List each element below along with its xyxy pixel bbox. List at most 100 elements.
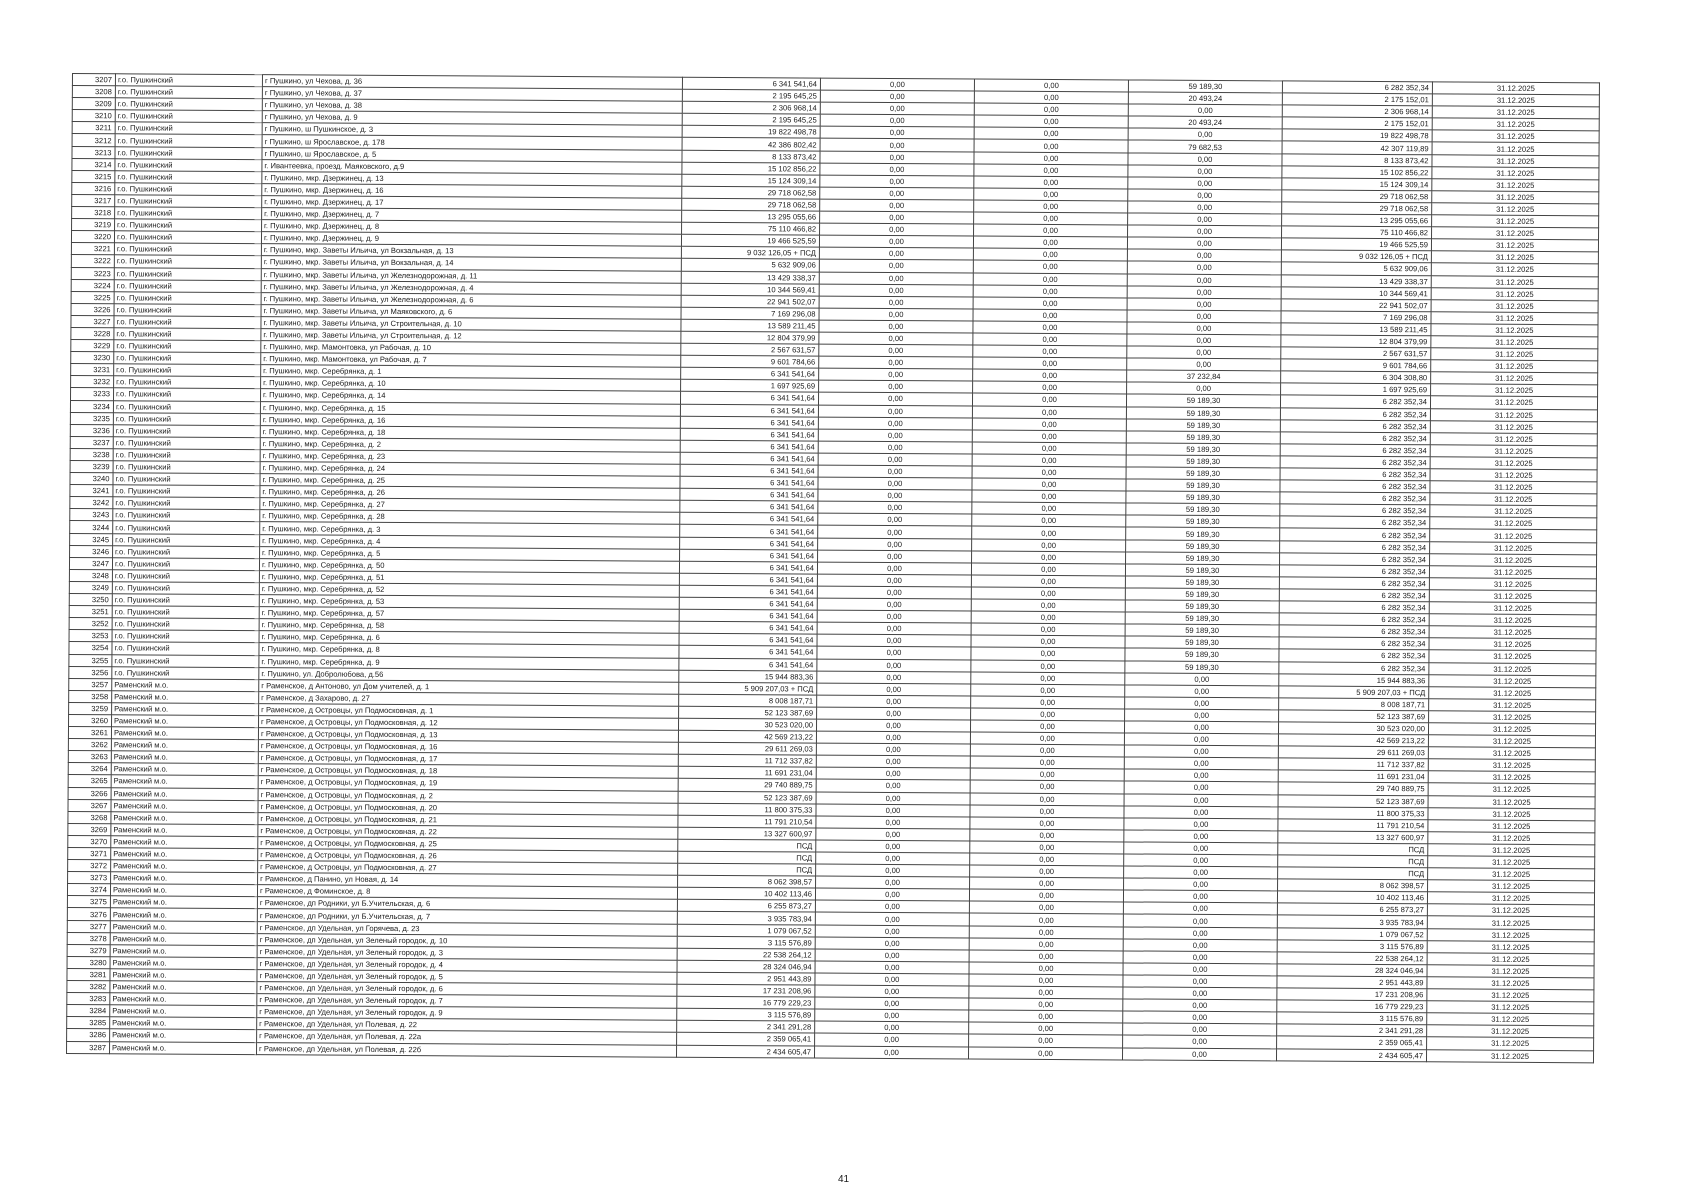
total-cost: 6 341 541,64 xyxy=(679,476,819,490)
remaining-cost: 22 941 502,07 xyxy=(1281,298,1432,312)
remaining-cost: 6 282 352,34 xyxy=(1280,443,1431,457)
total-cost: 42 569 213,22 xyxy=(678,730,817,744)
amount-col-3: 0,00 xyxy=(1123,950,1278,964)
deadline-date: 31.12.2025 xyxy=(1426,988,1594,1002)
municipality: г.о. Пушкинский xyxy=(112,497,260,511)
deadline-date: 31.12.2025 xyxy=(1432,118,1600,132)
total-cost: 6 341 541,64 xyxy=(679,500,818,514)
total-cost: 13 589 211,45 xyxy=(680,319,820,333)
amount-col-1: 0,00 xyxy=(818,368,973,382)
amount-col-1: 0,00 xyxy=(818,319,974,333)
deadline-date: 31.12.2025 xyxy=(1431,251,1599,265)
total-cost: 75 110 466,82 xyxy=(681,222,820,236)
amount-col-1: 0,00 xyxy=(815,827,970,841)
deadline-date: 31.12.2025 xyxy=(1427,940,1595,954)
remaining-cost: 6 282 352,34 xyxy=(1279,613,1430,627)
amount-col-2: 0,00 xyxy=(972,429,1127,443)
amount-col-1: 0,00 xyxy=(818,356,973,370)
row-number: 3261 xyxy=(68,726,112,739)
amount-col-3: 59 189,30 xyxy=(1126,466,1281,480)
total-cost: 6 341 541,64 xyxy=(680,464,819,478)
municipality: г.о. Пушкинский xyxy=(112,569,260,583)
amount-col-3: 0,00 xyxy=(1126,382,1281,396)
address: г Раменское, дп Удельная, ул Полевая, д.… xyxy=(256,1042,677,1057)
total-cost: 6 341 541,64 xyxy=(680,403,819,417)
row-number: 3239 xyxy=(70,460,114,473)
total-cost: 6 341 541,64 xyxy=(678,657,817,671)
amount-col-3: 0,00 xyxy=(1127,297,1282,311)
amount-col-1: 0,00 xyxy=(815,936,970,950)
amount-col-1: 0,00 xyxy=(819,199,974,213)
total-cost: 3 935 783,94 xyxy=(677,911,816,925)
amount-col-2: 0,00 xyxy=(969,804,1125,818)
remaining-cost: 6 282 352,34 xyxy=(1279,479,1431,493)
total-cost: 17 231 208,96 xyxy=(676,984,815,998)
amount-col-1: 0,00 xyxy=(817,622,972,636)
amount-col-3: 0,00 xyxy=(1124,696,1279,710)
row-number: 3255 xyxy=(68,653,112,667)
amount-col-1: 0,00 xyxy=(816,670,971,684)
remaining-cost: 6 282 352,34 xyxy=(1282,80,1433,94)
row-number: 3251 xyxy=(69,605,113,618)
amount-col-1: 0,00 xyxy=(815,864,970,878)
amount-col-3: 0,00 xyxy=(1123,890,1278,904)
amount-col-3: 0,00 xyxy=(1123,902,1278,916)
total-cost: 52 123 387,69 xyxy=(678,790,817,804)
amount-col-2: 0,00 xyxy=(969,913,1124,927)
amount-col-1: 0,00 xyxy=(815,900,970,914)
deadline-date: 31.12.2025 xyxy=(1431,178,1599,192)
total-cost: 6 341 541,64 xyxy=(680,367,819,381)
amount-col-2: 0,00 xyxy=(969,852,1124,867)
deadline-date: 31.12.2025 xyxy=(1427,867,1595,882)
remaining-cost: 11 712 337,82 xyxy=(1278,758,1429,772)
amount-col-3: 0,00 xyxy=(1127,188,1282,202)
municipality: г.о. Пушкинский xyxy=(111,654,259,668)
remaining-cost: 6 282 352,34 xyxy=(1280,395,1431,409)
amount-col-1: 0,00 xyxy=(816,646,972,660)
deadline-date: 31.12.2025 xyxy=(1428,759,1596,773)
amount-col-3: 0,00 xyxy=(1124,708,1279,722)
deadline-date: 31.12.2025 xyxy=(1428,698,1596,712)
deadline-date: 31.12.2025 xyxy=(1429,601,1597,615)
total-cost: 19 466 525,59 xyxy=(681,234,820,248)
deadline-date: 31.12.2025 xyxy=(1431,239,1599,253)
remaining-cost: 12 804 379,99 xyxy=(1280,334,1431,348)
deadline-date: 31.12.2025 xyxy=(1429,541,1597,555)
deadline-date: 31.12.2025 xyxy=(1428,783,1596,797)
municipality: г.о. Пушкинский xyxy=(115,73,263,87)
row-number: 3215 xyxy=(71,170,115,183)
amount-col-1: 0,00 xyxy=(818,440,973,454)
row-number: 3253 xyxy=(69,629,113,643)
amount-col-1: 0,00 xyxy=(820,126,975,140)
deadline-date: 31.12.2025 xyxy=(1431,226,1599,241)
row-number: 3207 xyxy=(72,73,116,86)
total-cost: 2 195 645,25 xyxy=(682,89,821,103)
amount-col-2: 0,00 xyxy=(973,236,1128,250)
deadline-date: 31.12.2025 xyxy=(1430,372,1598,386)
row-number: 3268 xyxy=(67,811,111,824)
total-cost: 6 341 541,64 xyxy=(679,633,818,647)
deadline-date: 31.12.2025 xyxy=(1432,93,1600,108)
amount-col-2: 0,00 xyxy=(970,768,1125,782)
amount-col-1: 0,00 xyxy=(819,259,974,273)
remaining-cost: ПСД xyxy=(1277,854,1428,868)
total-cost: 19 822 498,78 xyxy=(682,125,821,139)
amount-col-2: 0,00 xyxy=(974,79,1129,93)
total-cost: 11 800 375,33 xyxy=(677,802,817,816)
total-cost: 6 341 541,64 xyxy=(680,440,819,453)
amount-col-1: 0,00 xyxy=(815,912,970,926)
amount-col-1: 0,00 xyxy=(820,78,975,92)
row-number: 3213 xyxy=(71,146,116,159)
deadline-date: 31.12.2025 xyxy=(1427,952,1595,966)
row-number: 3224 xyxy=(71,279,115,292)
municipality: г.о. Пушкинский xyxy=(111,666,259,680)
total-cost: 11 691 231,04 xyxy=(678,766,817,780)
amount-col-3: 59 189,30 xyxy=(1125,527,1280,541)
amount-col-3: 59 189,30 xyxy=(1125,515,1280,529)
amount-col-2: 0,00 xyxy=(973,296,1128,310)
row-number: 3235 xyxy=(70,412,114,425)
deadline-date: 31.12.2025 xyxy=(1428,710,1596,724)
total-cost: 13 295 055,66 xyxy=(681,210,820,224)
total-cost: 6 341 541,64 xyxy=(679,524,818,538)
remaining-cost: 6 282 352,34 xyxy=(1280,467,1431,481)
